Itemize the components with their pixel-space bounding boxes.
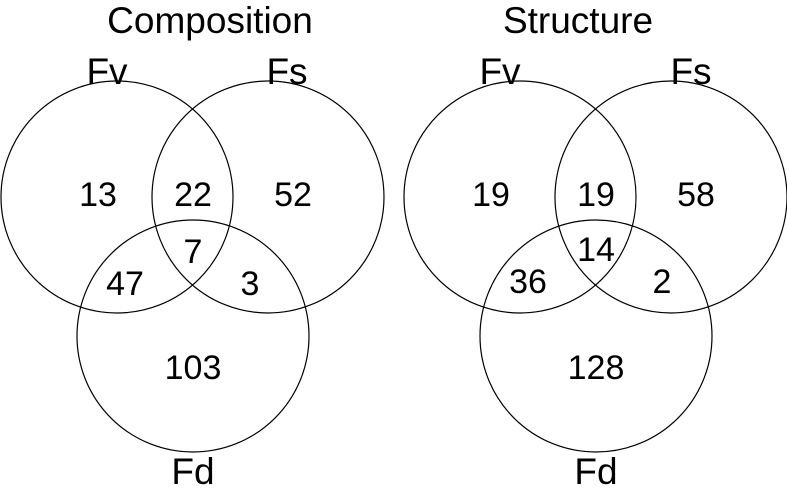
- set-label-fd: Fd: [171, 451, 214, 488]
- region-fv-fd: 36: [509, 263, 547, 301]
- region-fd-only: 128: [568, 349, 625, 387]
- region-fs-only: 52: [274, 176, 312, 214]
- circle-fd: [479, 219, 713, 453]
- set-label-fs: Fs: [670, 51, 711, 92]
- region-fs-fd: 3: [241, 265, 260, 303]
- circle-fd: [76, 219, 310, 453]
- region-all: 7: [184, 233, 203, 271]
- set-label-fv: Fv: [86, 51, 128, 92]
- set-label-fd: Fd: [574, 451, 617, 488]
- region-fv-fs: 19: [577, 176, 615, 214]
- region-fs-fd: 2: [653, 263, 672, 301]
- region-fv-fd: 47: [106, 265, 144, 303]
- circle-fv: [0, 80, 234, 314]
- region-fv-fs: 22: [174, 176, 212, 214]
- region-fv-only: 13: [79, 176, 117, 214]
- circle-fv: [403, 80, 637, 314]
- diagram-title: Structure: [503, 0, 653, 41]
- circle-fs: [151, 80, 385, 314]
- set-label-fv: Fv: [479, 51, 521, 92]
- region-all: 14: [577, 231, 615, 269]
- diagram-title: Composition: [107, 0, 313, 41]
- region-fd-only: 103: [165, 349, 222, 387]
- region-fv-only: 19: [472, 176, 510, 214]
- venn-diagram-structure: Structure Fv Fs Fd 19 19 58 14 36 2 128: [403, 0, 787, 488]
- circle-fs: [554, 80, 787, 314]
- venn-diagram-composition: Composition Fv Fs Fd 13 22 52 7 47 3 103: [0, 0, 385, 488]
- region-fs-only: 58: [677, 176, 715, 214]
